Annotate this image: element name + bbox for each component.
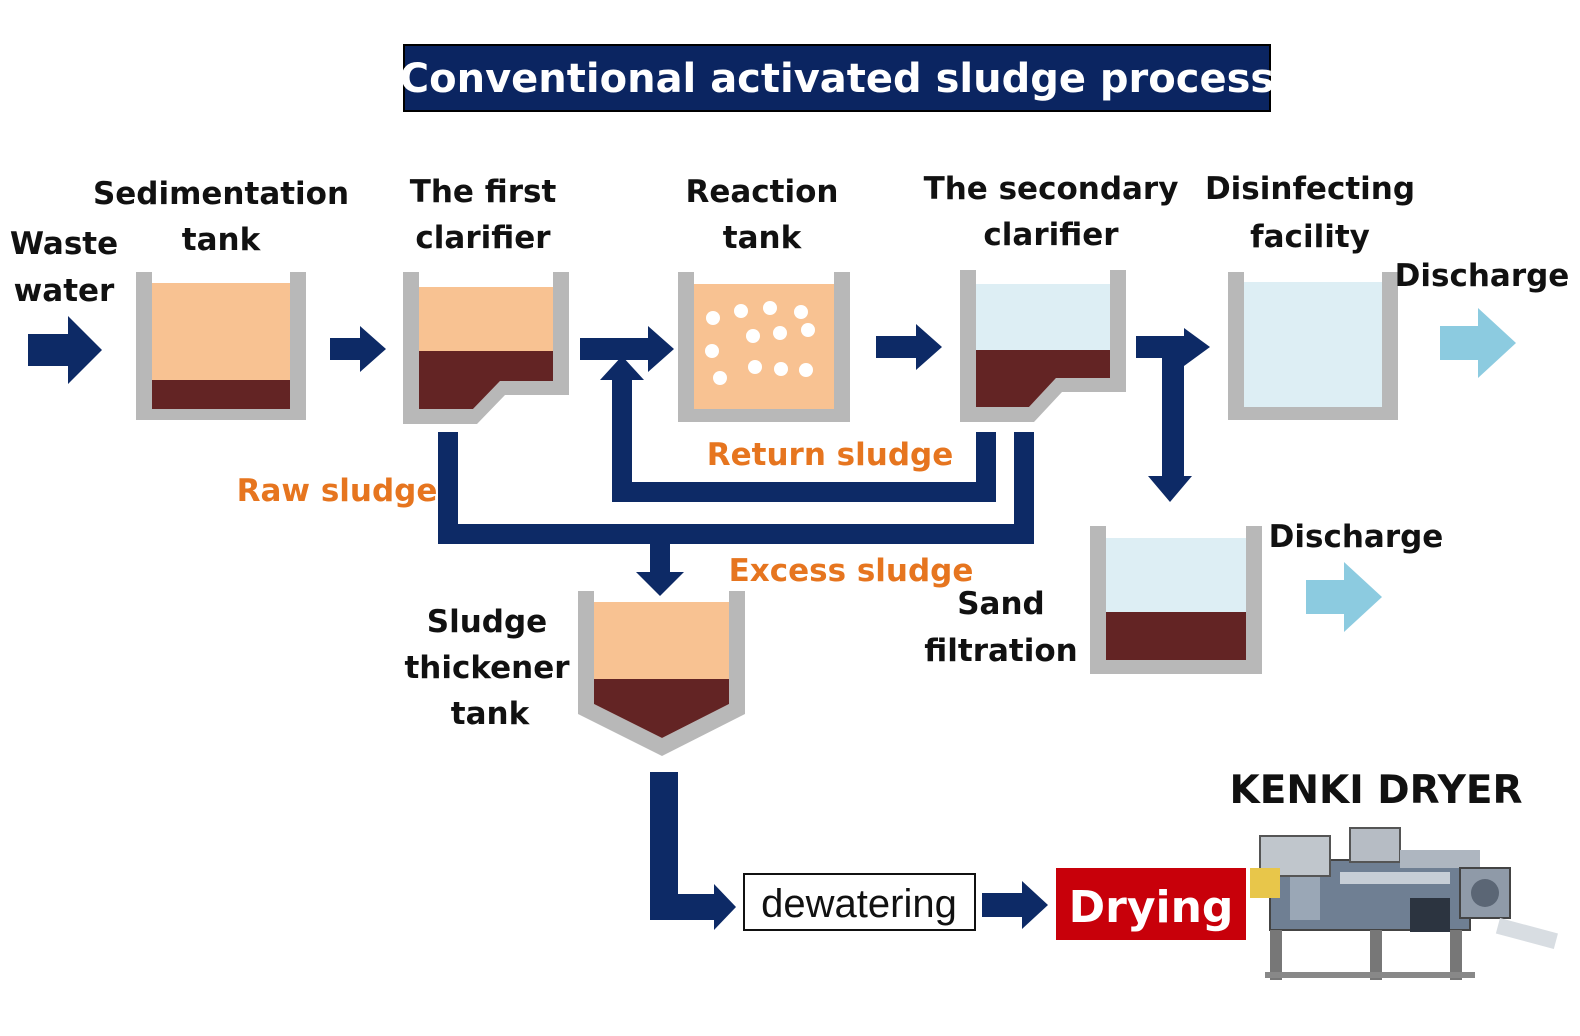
- arrow-sed-to-first: [330, 326, 386, 372]
- sand-branch-arrowhead: [1148, 476, 1192, 502]
- reaction-tank-label-2: tank: [723, 220, 803, 256]
- sand-filtration-label-2: filtration: [924, 633, 1077, 669]
- collector-pipe: [438, 524, 1034, 544]
- stage-labels: Waste water Sedimentation tank The first…: [10, 171, 1570, 813]
- excess-sludge-pipe: [1014, 432, 1034, 544]
- disinfecting-facility-tank: [1228, 272, 1398, 420]
- sedimentation-label-2: tank: [182, 222, 262, 258]
- dewatering-feed-arrowhead: [714, 884, 736, 930]
- waste-water-label-1: Waste: [10, 226, 118, 262]
- dewatering-feed-pipe-horizontal: [650, 894, 718, 920]
- discharge-label-top: Discharge: [1395, 258, 1570, 294]
- sedimentation-label-1: Sedimentation: [93, 176, 349, 212]
- drying-box: Drying: [1056, 868, 1246, 940]
- dryer-machine-illustration: [1250, 827, 1558, 980]
- sand-branch-pipe-vertical: [1162, 336, 1184, 480]
- title-banner: Conventional activated sludge process: [400, 44, 1274, 112]
- disinfecting-label-2: facility: [1250, 219, 1370, 255]
- sludge-thickener-label-1: Sludge: [427, 604, 547, 640]
- sludge-thickener-tank: [578, 591, 745, 756]
- arrow-dewatering-to-drying: [982, 881, 1048, 929]
- return-sludge-pipe-horizontal: [612, 482, 996, 502]
- raw-sludge-pipe: [438, 432, 458, 544]
- arrow-first-to-reaction: [580, 326, 674, 372]
- sludge-thickener-label-2: thickener: [404, 650, 570, 686]
- discharge-arrow-top: [1440, 308, 1516, 378]
- page-title: Conventional activated sludge process: [400, 56, 1274, 102]
- secondary-clarifier-label-2: clarifier: [983, 217, 1119, 253]
- reaction-tank-label-1: Reaction: [685, 174, 838, 210]
- aeration-bubbles: [705, 301, 815, 385]
- secondary-clarifier-label-1: The secondary: [924, 171, 1179, 207]
- discharge-arrows: [1306, 308, 1516, 632]
- return-sludge-pipe-up: [612, 374, 632, 502]
- sludge-thickener-label-3: tank: [451, 696, 531, 732]
- flow-arrows: [28, 316, 1048, 929]
- thickener-feed-pipe: [650, 544, 670, 574]
- discharge-arrow-mid: [1306, 562, 1382, 632]
- first-clarifier-label-1: The first: [410, 174, 557, 210]
- arrow-waste-in: [28, 316, 102, 384]
- return-sludge-label: Return sludge: [707, 437, 954, 473]
- return-sludge-arrowhead: [600, 356, 644, 380]
- sand-filtration-label-1: Sand: [957, 586, 1045, 622]
- disinfecting-label-1: Disinfecting: [1205, 171, 1415, 207]
- sedimentation-tank: [136, 272, 306, 420]
- sludge-labels: Return sludge Raw sludge Excess sludge: [237, 437, 974, 589]
- arrow-reaction-to-secondary: [876, 324, 942, 370]
- dewatering-box: dewatering: [743, 873, 976, 931]
- to-disinfect-arrowhead: [1184, 328, 1210, 366]
- sand-filtration-tank: [1090, 526, 1262, 674]
- discharge-label-mid: Discharge: [1269, 519, 1444, 555]
- first-clarifier-label-2: clarifier: [415, 220, 551, 256]
- secondary-clarifier-tank: [960, 270, 1126, 422]
- waste-water-label-2: water: [14, 273, 115, 309]
- reaction-tank: [678, 272, 850, 422]
- first-clarifier-tank: [403, 272, 569, 424]
- kenki-dryer-label: KENKI DRYER: [1230, 768, 1523, 813]
- sludge-pipes: [438, 328, 1210, 930]
- dewatering-label: dewatering: [761, 882, 957, 926]
- drying-label: Drying: [1069, 882, 1234, 933]
- raw-sludge-label: Raw sludge: [237, 473, 438, 509]
- excess-sludge-label: Excess sludge: [729, 553, 974, 589]
- thickener-feed-arrowhead: [636, 572, 684, 596]
